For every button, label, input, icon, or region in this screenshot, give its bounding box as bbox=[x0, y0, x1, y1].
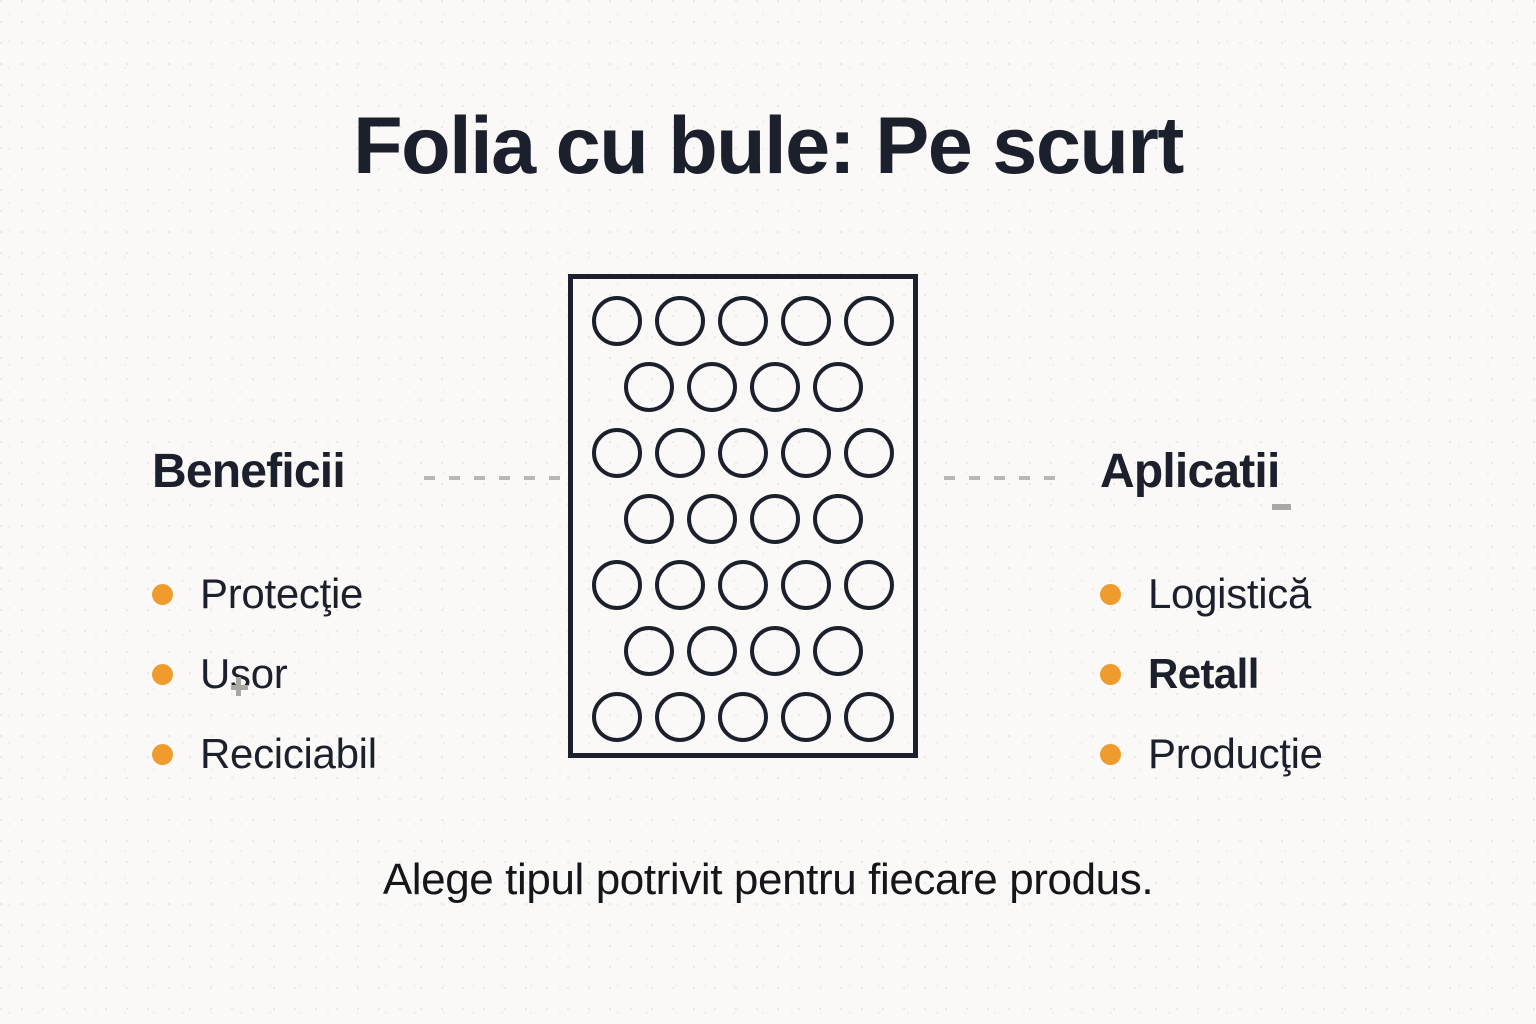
bubble-circle bbox=[592, 296, 642, 346]
bubble-row bbox=[624, 626, 863, 676]
bubble-circle bbox=[718, 692, 768, 742]
bubble-row bbox=[624, 494, 863, 544]
connector-line-right bbox=[944, 476, 1064, 480]
list-item: Reciciabil bbox=[152, 714, 482, 794]
bubble-circle bbox=[750, 626, 800, 676]
list-item: Retall bbox=[1100, 634, 1430, 714]
bubble-circle bbox=[655, 428, 705, 478]
bullet-dot-icon bbox=[152, 743, 173, 765]
bubble-circle bbox=[781, 428, 831, 478]
connector-line-left bbox=[424, 476, 569, 480]
bubble-circle bbox=[592, 560, 642, 610]
bubble-circle bbox=[624, 494, 674, 544]
bubble-circle bbox=[813, 494, 863, 544]
bubble-circle bbox=[750, 362, 800, 412]
list-item-label: Protecţie bbox=[200, 570, 364, 617]
bubble-circle bbox=[592, 428, 642, 478]
bubble-circle bbox=[750, 494, 800, 544]
bubble-circle bbox=[781, 296, 831, 346]
bubble-circle bbox=[781, 560, 831, 610]
bubble-circle bbox=[687, 626, 737, 676]
bubble-circle bbox=[624, 362, 674, 412]
bullet-dot-icon bbox=[152, 663, 173, 685]
bubble-circle bbox=[844, 296, 894, 346]
bubble-circle bbox=[844, 428, 894, 478]
list-item-label: Retall bbox=[1148, 650, 1259, 697]
render-artifact-mark bbox=[231, 685, 248, 690]
bubble-circle bbox=[592, 692, 642, 742]
bubble-circle bbox=[813, 626, 863, 676]
bubble-circle bbox=[655, 692, 705, 742]
list-item: Usor bbox=[152, 634, 482, 714]
bubble-circle bbox=[718, 296, 768, 346]
bubble-row bbox=[592, 560, 894, 610]
list-item-label: Producţie bbox=[1148, 730, 1323, 777]
list-item: Producţie bbox=[1100, 714, 1430, 794]
bubble-row bbox=[624, 362, 863, 412]
bubble-circle bbox=[844, 692, 894, 742]
benefits-heading: Beneficii bbox=[152, 445, 346, 498]
bullet-dot-icon bbox=[1100, 743, 1121, 765]
applications-heading: Aplicatii bbox=[1100, 445, 1280, 498]
bullet-dot-icon bbox=[152, 583, 173, 605]
footer-caption: Alege tipul potrivit pentru fiecare prod… bbox=[382, 855, 1154, 904]
bubble-circle bbox=[687, 494, 737, 544]
bullet-dot-icon bbox=[1100, 583, 1121, 605]
bubble-circle bbox=[687, 362, 737, 412]
render-artifact-dash bbox=[1272, 504, 1291, 510]
bubble-circle bbox=[813, 362, 863, 412]
bubble-circle bbox=[655, 560, 705, 610]
list-item: Logistică bbox=[1100, 554, 1430, 634]
page-title: Folia cu bule: Pe scurt bbox=[353, 101, 1184, 191]
list-item-label: Reciciabil bbox=[200, 730, 377, 777]
list-item: Protecţie bbox=[152, 554, 482, 634]
bubble-circle bbox=[624, 626, 674, 676]
list-item-label: Logistică bbox=[1148, 570, 1312, 617]
bubble-circle bbox=[655, 296, 705, 346]
bubble-wrap-illustration bbox=[568, 274, 918, 758]
bubble-circle bbox=[844, 560, 894, 610]
bubble-row bbox=[592, 428, 894, 478]
bubble-sheet-outline bbox=[568, 274, 918, 758]
bubble-circle bbox=[718, 560, 768, 610]
bubble-circle bbox=[718, 428, 768, 478]
bubble-row bbox=[592, 692, 894, 742]
bullet-dot-icon bbox=[1100, 663, 1121, 685]
bubble-row bbox=[592, 296, 894, 346]
bubble-circle bbox=[781, 692, 831, 742]
